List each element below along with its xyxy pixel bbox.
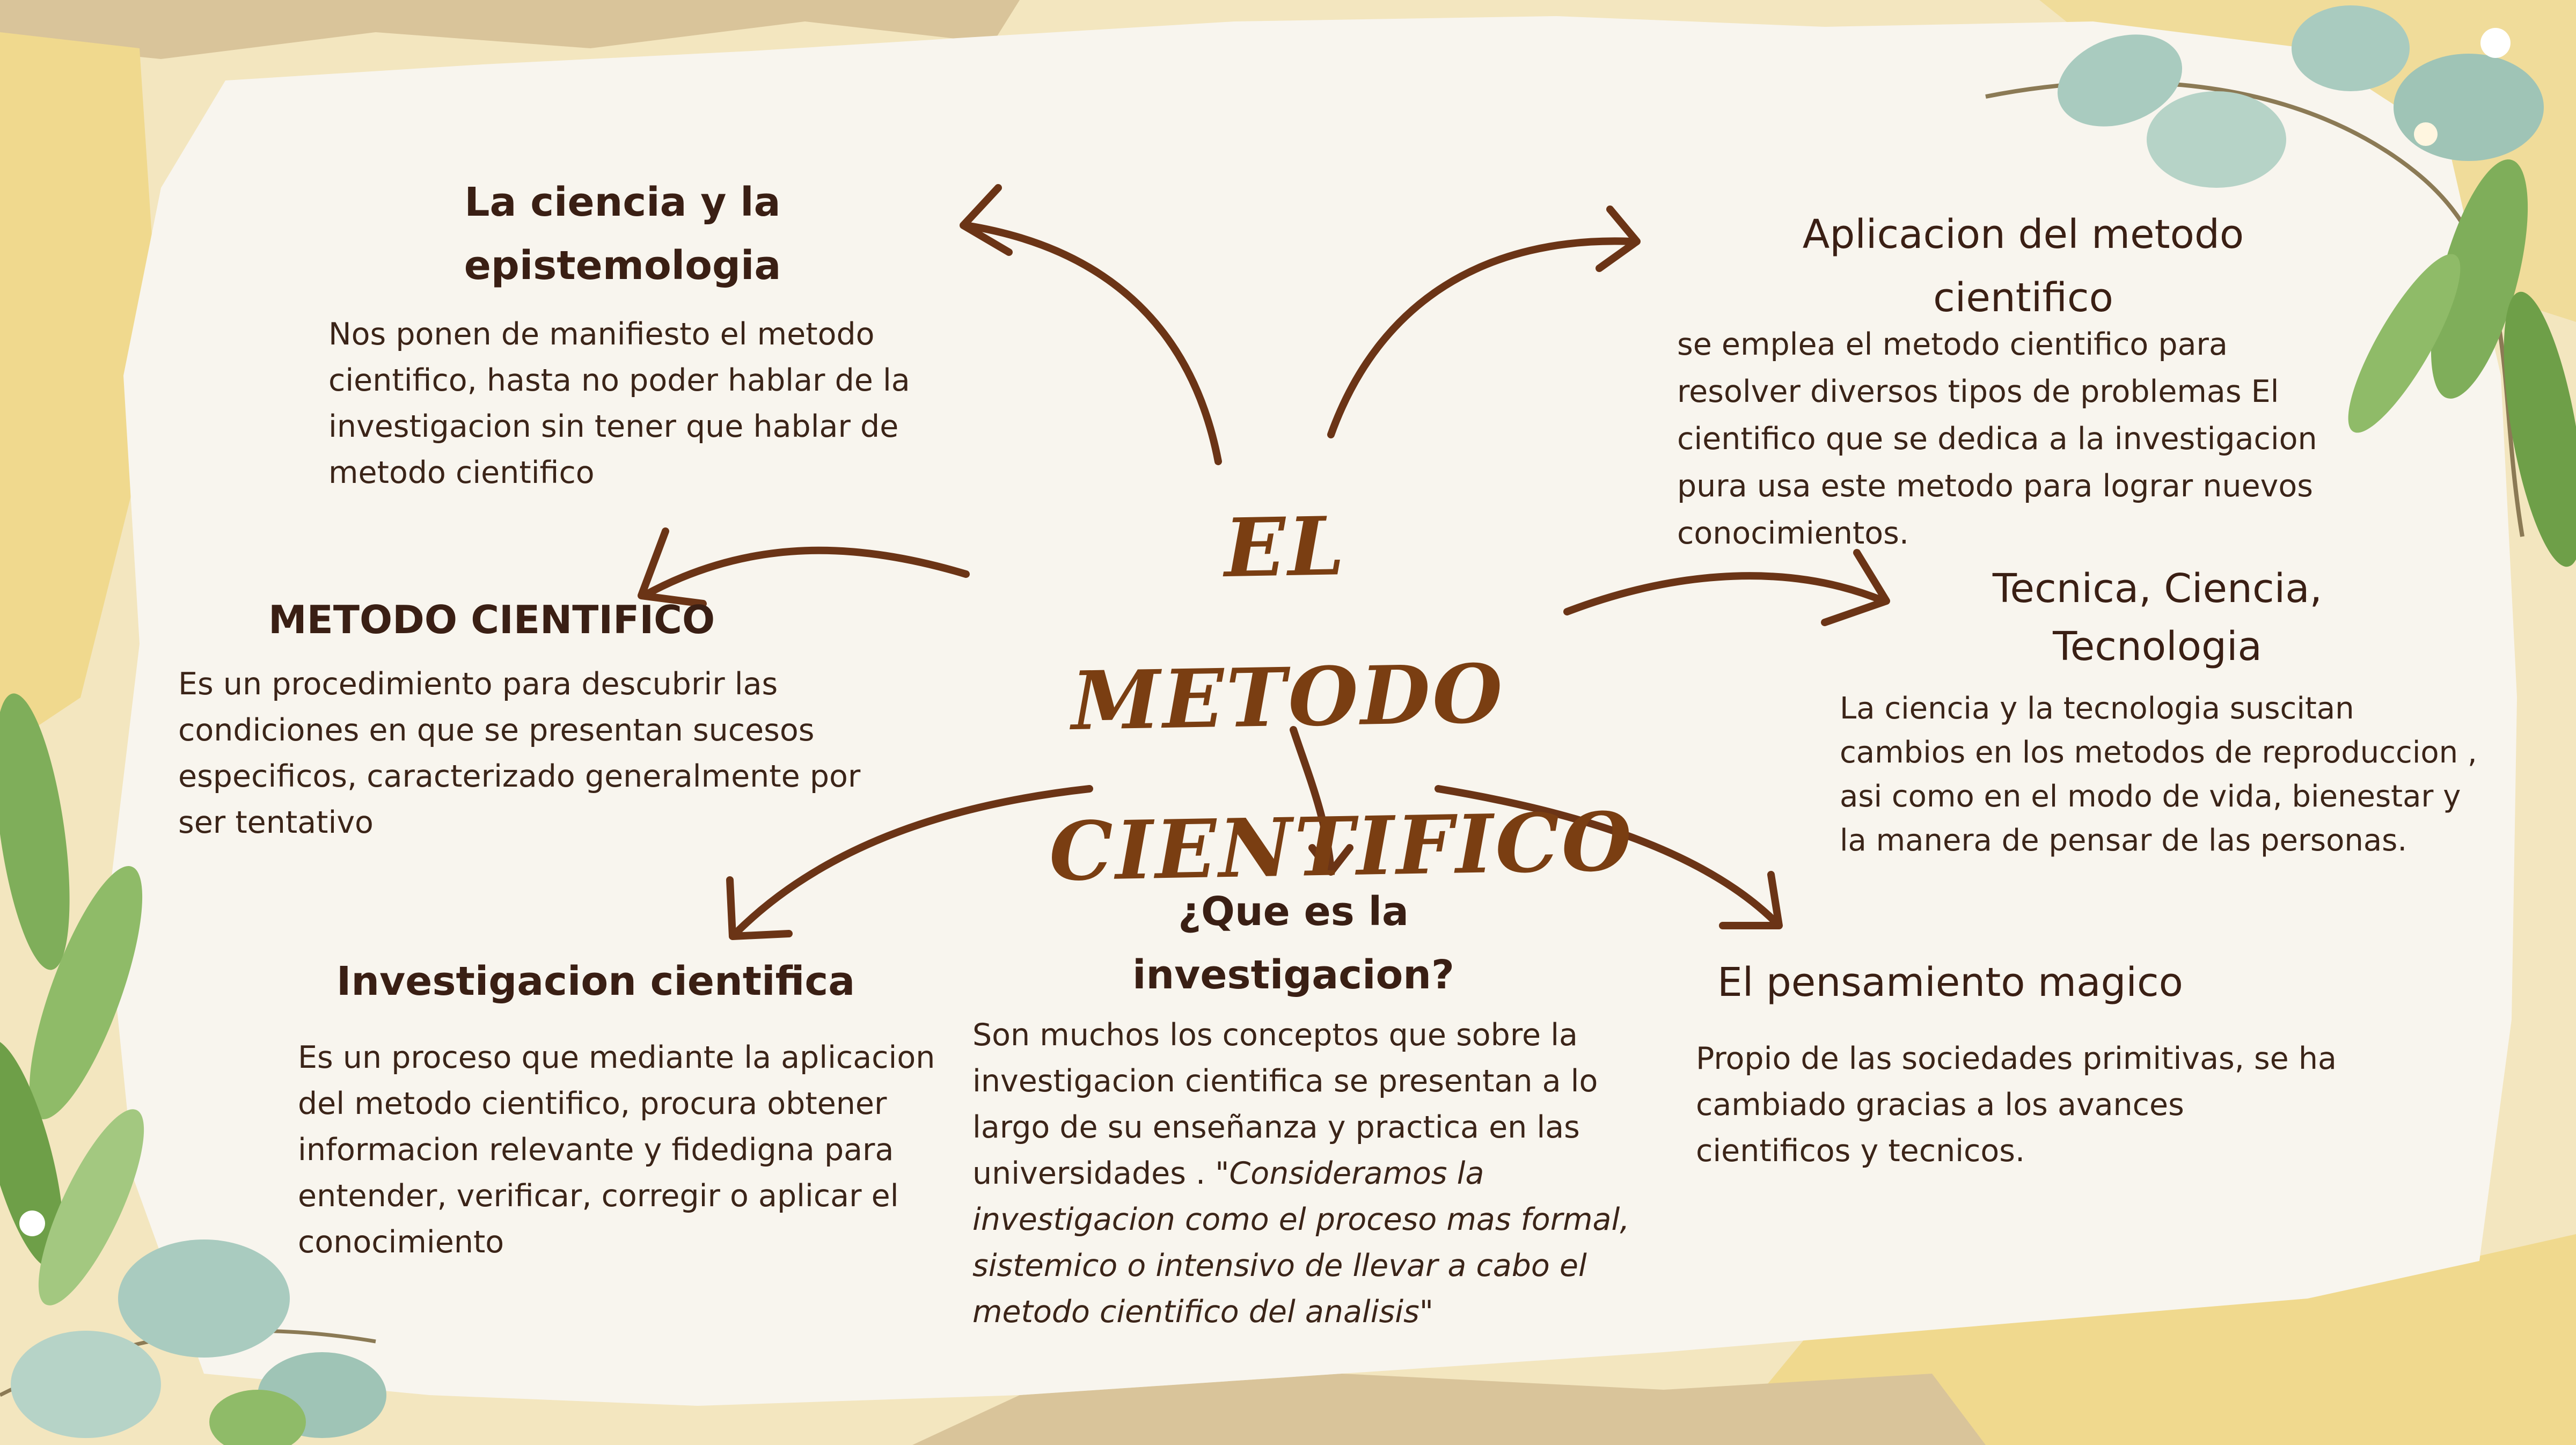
body-tecnica: La ciencia y la tecnologia suscitan camb… [1840, 691, 2477, 858]
heading-aplicacion-line-1: Aplicacion del metodo [1802, 211, 2244, 258]
body-que-es-text: Son muchos los conceptos que sobre la in… [972, 1017, 1598, 1191]
heading-ciencia-line-2: epistemologia [464, 243, 781, 289]
diagram-title: EL METODO CIENTIFICO [1043, 468, 1634, 927]
arrow-to-que-es [1290, 726, 1335, 873]
arrows [638, 184, 1890, 940]
arrow-head-aplicacion [1596, 206, 1641, 272]
arrow-head-que-es [1308, 844, 1353, 876]
yellow-paper-left [0, 32, 161, 751]
eucalyptus-branch-bottom-left [0, 1211, 386, 1445]
arrow-head-ciencia [960, 184, 1013, 256]
eucalyptus-branch-top-right [1985, 5, 2576, 567]
arrow-head-investigacion [726, 876, 793, 940]
kraft-paper-bottom [912, 1374, 1986, 1445]
heading-pensamiento-magico: El pensamiento magico [1717, 959, 2183, 1006]
heading-tecnica-line-2: Tecnologia [2053, 624, 2262, 670]
arrow-head-metodo [638, 527, 707, 607]
heading-aplicacion-line-2: cientifico [1933, 275, 2113, 321]
arrow-head-pensamiento [1719, 871, 1783, 929]
heading-investigacion-cientifica: Investigacion cientifica [336, 958, 855, 1004]
heading-metodo-cientifico: METODO CIENTIFICO [268, 597, 715, 642]
body-aplicacion: se emplea el metodo cientifico para reso… [1677, 327, 2317, 551]
title-line-1: EL METODO [1070, 499, 1506, 749]
leaves-left [0, 693, 144, 1305]
arrow-to-pensamiento [1435, 785, 1780, 927]
heading-ciencia-line-1: La ciencia y la [464, 179, 781, 225]
heading-que-es-line-1: ¿Que es la [1178, 889, 1409, 935]
arrow-head-tecnica [1821, 549, 1890, 626]
body-investigacion-cientifica: Es un proceso que mediante la aplicacion… [298, 1040, 935, 1260]
heading-tecnica: Tecnica, Ciencia, Tecnologia [1889, 560, 2426, 676]
heading-aplicacion: Aplicacion del metodo cientifico [1728, 203, 2318, 329]
heading-que-es: ¿Que es la investigacion? [1025, 880, 1562, 1007]
arrow-to-metodo [640, 546, 970, 599]
body-metodo-cientifico: Es un procedimiento para descubrir las c… [178, 666, 861, 840]
arrow-to-aplicacion [1327, 237, 1635, 438]
body-pensamiento-magico: Propio de las sociedades primitivas, se … [1696, 1041, 2337, 1169]
arrow-to-ciencia [962, 222, 1222, 465]
kraft-paper-top-left [0, 0, 1020, 59]
arrow-to-investigacion [731, 785, 1093, 937]
body-que-es-quote: "Consideramos la investigacion como el p… [972, 1156, 1630, 1330]
heading-ciencia-epistemologia: La ciencia y la epistemologia [354, 171, 891, 297]
heading-que-es-line-2: investigacion? [1132, 952, 1454, 998]
arrow-to-tecnica [1563, 572, 1887, 615]
white-torn-paper [107, 16, 2517, 1406]
body-ciencia-epistemologia: Nos ponen de manifiesto el metodo cienti… [328, 317, 910, 490]
body-que-es: Son muchos los conceptos que sobre la in… [972, 1012, 1665, 1335]
heading-tecnica-line-1: Tecnica, Ciencia, [1992, 566, 2323, 612]
